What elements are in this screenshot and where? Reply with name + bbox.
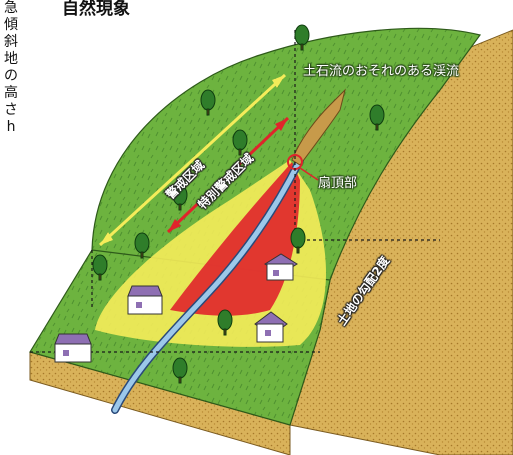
house — [127, 285, 163, 315]
house — [54, 333, 92, 363]
side-height-label: 急傾斜地の高さh — [4, 0, 18, 135]
houses — [54, 253, 298, 363]
trees — [92, 24, 385, 384]
special-warning-zone-arrow — [166, 116, 290, 234]
ravine-debris — [291, 88, 346, 166]
diagram-title: 自然現象 — [62, 0, 130, 19]
house — [264, 253, 298, 281]
house — [254, 311, 288, 343]
warning-zone-arrow — [98, 73, 287, 247]
ravine-label: 土石流のおそれのある渓流 — [303, 64, 460, 79]
fan-apex-label: 扇頂部 — [318, 176, 358, 191]
